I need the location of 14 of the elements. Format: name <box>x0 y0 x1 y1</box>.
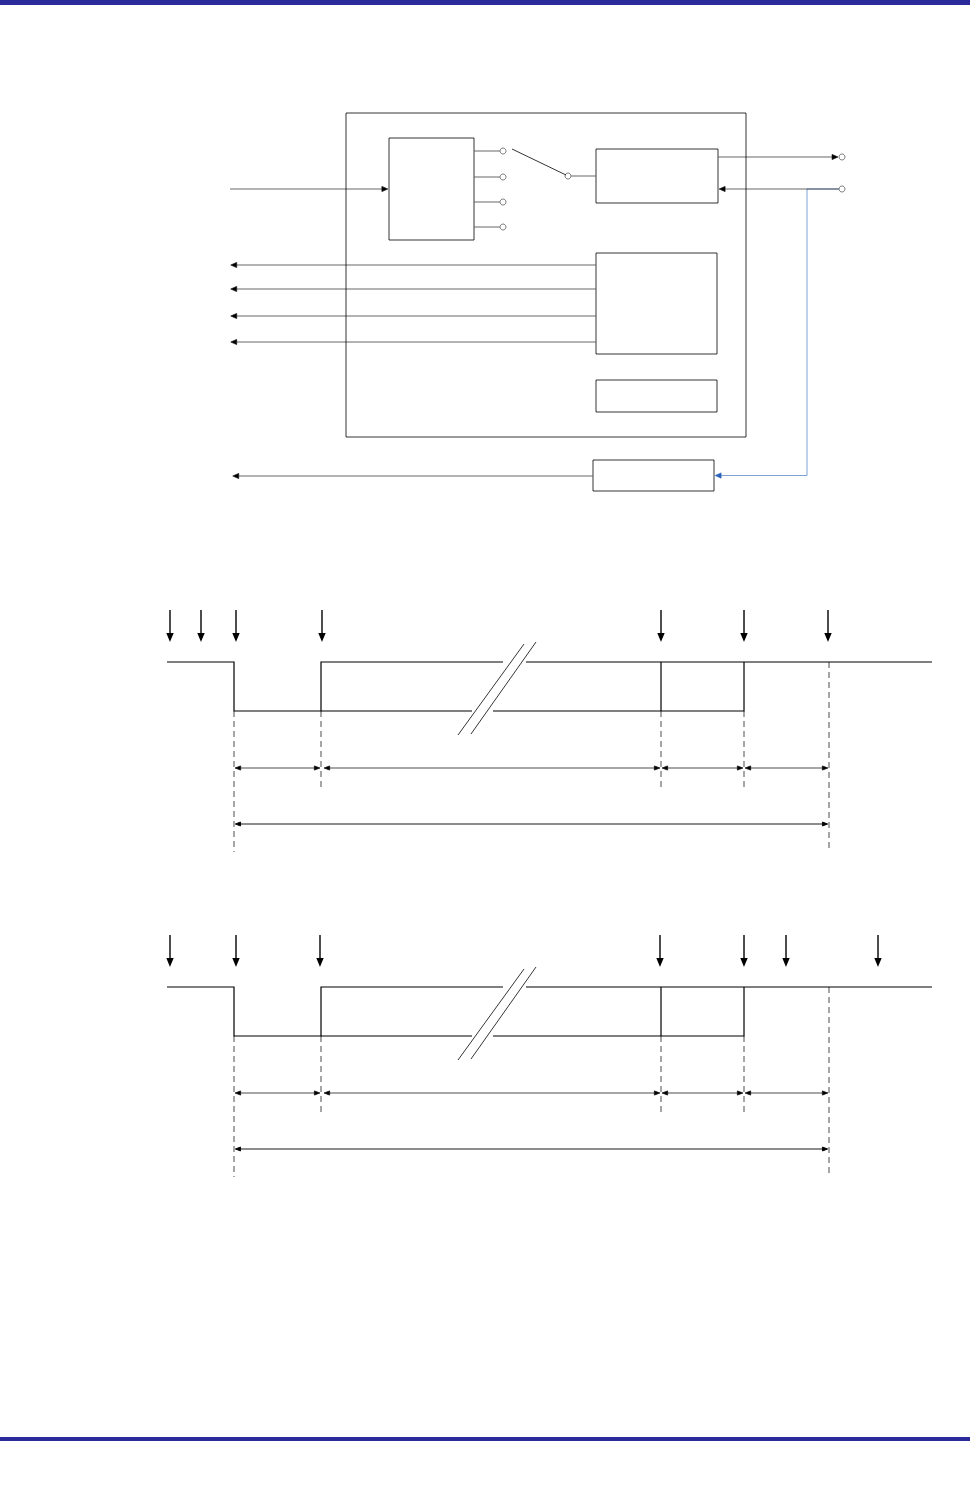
block-box <box>595 148 719 204</box>
connector-arrow <box>718 186 840 192</box>
connector-arrow <box>232 473 593 479</box>
block-box <box>595 379 718 413</box>
block-box <box>388 137 475 241</box>
connector-arrow <box>230 262 596 268</box>
connector-arrow <box>230 313 596 319</box>
block-box <box>345 112 747 438</box>
connector-arrow <box>229 186 389 192</box>
connector-arrow <box>718 154 839 160</box>
connector-arrow <box>230 286 596 292</box>
block-box <box>592 459 715 492</box>
block-box <box>595 252 718 355</box>
connector-arrow <box>230 339 596 345</box>
